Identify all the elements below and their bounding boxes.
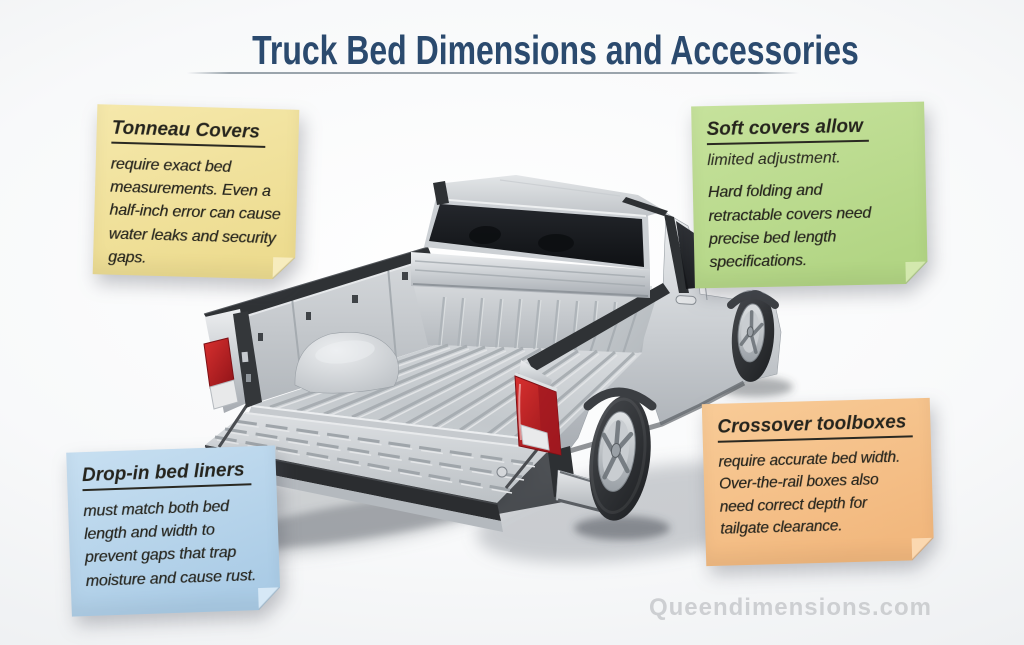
note-body: must match both bed length and width to …	[82, 498, 257, 590]
note-heading: Soft covers allow	[706, 116, 869, 145]
front-wheel-arch	[727, 291, 779, 309]
sticky-note-bed-liners: Drop-in bed liners must match both bed l…	[66, 445, 281, 616]
sticky-note-soft-covers: Soft covers allow limited adjustment. Ha…	[691, 102, 928, 289]
page-title: Truck Bed Dimensions and Accessories	[252, 27, 859, 73]
note-heading: Crossover toolboxes	[717, 411, 913, 442]
folded-corner	[912, 538, 935, 561]
left-taillight-assembly	[203, 309, 262, 413]
tailgate-open	[204, 398, 551, 532]
folded-corner	[905, 262, 927, 284]
note-subline: limited adjustment.	[707, 149, 841, 170]
folded-corner	[258, 587, 281, 610]
sticky-note-toolboxes: Crossover toolboxes require accurate bed…	[702, 398, 934, 566]
bed-rail-caps	[203, 246, 670, 372]
cab-roof	[436, 175, 665, 216]
note-body: Hard folding and retractable covers need…	[707, 182, 872, 272]
title-underline	[187, 72, 799, 74]
front-wheel	[731, 290, 775, 382]
note-body: require exact bed measurements. Even a h…	[107, 155, 281, 267]
wheel-well-hump	[294, 332, 399, 394]
b-pillar	[664, 214, 689, 293]
watermark: Queendimensions.com	[648, 594, 932, 621]
note-heading: Drop-in bed liners	[82, 459, 251, 491]
door-handle	[675, 295, 697, 305]
folded-corner	[273, 257, 296, 280]
note-body: require accurate bed width. Over-the-rai…	[718, 448, 901, 539]
note-heading: Tonneau Covers	[111, 118, 266, 148]
truck-cab	[411, 175, 706, 305]
rear-wheel	[589, 395, 651, 521]
rear-window	[429, 204, 644, 267]
right-taillight-assembly	[514, 360, 562, 456]
sticky-note-tonneau-covers: Tonneau Covers require exact bed measure…	[93, 104, 300, 280]
left-taillight	[203, 337, 235, 389]
rear-wheel-arch	[583, 387, 657, 411]
